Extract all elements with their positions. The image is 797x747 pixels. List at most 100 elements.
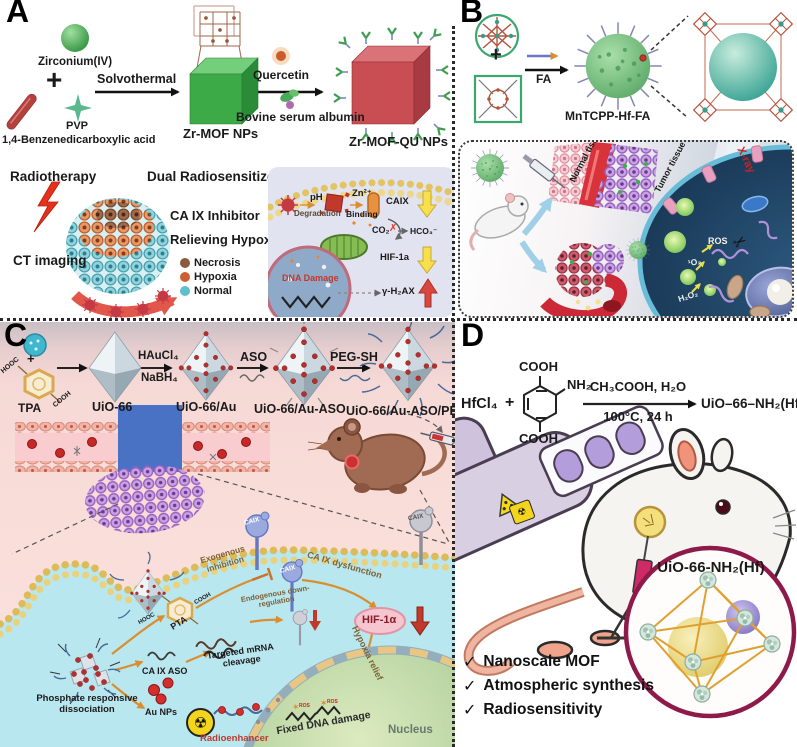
- mntcpp-sphere-icon: [573, 21, 663, 111]
- ros-tiny-label2: ROS: [327, 699, 338, 705]
- panel-a-label: A: [6, 0, 30, 29]
- nucleus-icon: [745, 266, 792, 316]
- legend-item-normal: Normal: [180, 285, 232, 297]
- tissue-block-icon: [548, 142, 658, 214]
- co2-label: CO₂: [372, 225, 390, 235]
- cross-icon: ✗: [389, 223, 398, 234]
- panel-b: B + FA MnTCPP-Hf-FA: [455, 0, 797, 322]
- membrane-channels-icon: [662, 145, 764, 215]
- degrading-cube-icon: [320, 192, 350, 215]
- benzene-ring-icon: [523, 376, 566, 432]
- nucleus-icon: [243, 645, 455, 747]
- ros-tiny-label: ROS: [299, 703, 310, 709]
- membrane-inner: [0, 556, 455, 638]
- mntcpp-label: MnTCPP-Hf-FA: [565, 109, 651, 123]
- tumor-cluster-icon: [85, 464, 205, 534]
- pathway-arrows: [111, 578, 378, 709]
- panel-c: C + HOOC COOH TPA UiO-66 HAuCl₄ NaBH₄ Ui…: [0, 322, 455, 747]
- tumor-vessel-icon: [540, 243, 627, 316]
- mouse-icon: [469, 193, 529, 251]
- uio66-au-icon: [179, 331, 233, 400]
- ca-ix-aso-label: CA IX ASO: [142, 666, 188, 676]
- solvothermal-label: Solvothermal: [97, 72, 177, 86]
- zr-mof-qu-cube-icon: [332, 26, 452, 146]
- damaged-dna-icon: [281, 295, 331, 309]
- zn-label: Zn²⁺: [352, 188, 372, 199]
- magnify-dashes: [11, 413, 451, 555]
- mof-lattice-icon: [193, 5, 244, 69]
- h2ax-label: γ-H₂AX: [382, 286, 415, 297]
- syringe-icon: [522, 154, 566, 189]
- cooh-top-label: COOH: [519, 359, 558, 374]
- h2ax-up-arrow: [418, 278, 438, 308]
- uio66-au-label: UiO-66/Au: [176, 400, 237, 414]
- check-radiosensitivity: ✓ Radiosensitivity: [463, 700, 602, 720]
- hif-down-arrow: [417, 246, 437, 274]
- caix-down-arrow: [309, 610, 321, 631]
- small-mof-icon: [625, 237, 651, 263]
- caix-down-arrow: [417, 190, 437, 218]
- dna-strands-icon: [708, 220, 778, 303]
- zirconium-label: Zirconium(IV): [37, 56, 113, 68]
- panel-c-art: [0, 322, 455, 747]
- normal-dot: [180, 286, 190, 296]
- necrosis-label: Necrosis: [194, 257, 241, 269]
- linker-label: 1,4-Benzenedicarboxylic acid: [2, 134, 156, 146]
- mitochondria-icon: [320, 234, 368, 260]
- plus-sign: +: [490, 44, 502, 66]
- framework-inset-icon: [693, 12, 793, 122]
- conditions-label: 100°C, 24 h: [603, 409, 673, 424]
- spark-icon: ✶: [292, 702, 300, 712]
- plus-sign: +: [27, 351, 35, 366]
- phosphate-label: Phosphate responsive dissociation: [36, 693, 138, 715]
- quercetin-icon: [272, 47, 290, 65]
- check-atmospheric: ✓ Atmospheric synthesis: [463, 676, 654, 696]
- radiotherapy-label: Radiotherapy: [10, 169, 97, 184]
- syringe-icon: [420, 431, 455, 446]
- in-vivo-illustration: Normal tissue Tumor tissue X-ray ROS ✂ ¹…: [458, 140, 794, 318]
- ros-arrows-icon: [691, 244, 713, 293]
- tpa-label: TPA: [18, 401, 42, 415]
- in-vivo-art: [469, 142, 792, 316]
- zr-mof-label: Zr-MOF NPs: [183, 126, 259, 141]
- uio66-au-aso-icon: [269, 322, 339, 407]
- zr-mof-qu-label: Zr-MOF-QU NPs: [349, 134, 448, 149]
- check-label: Nanoscale MOF: [483, 653, 600, 670]
- caix-aso-icon: [147, 651, 176, 661]
- panel-b-label: B: [460, 0, 484, 29]
- quercetin-label: Quercetin: [253, 68, 310, 82]
- nabh4-label: NaBH₄: [141, 372, 178, 384]
- check-icon: ✓: [463, 678, 477, 695]
- mitochondria-icon: [726, 274, 771, 316]
- hfcl4-label: HfCl₄: [461, 396, 498, 412]
- ph-label: pH: [310, 192, 323, 203]
- normal-label: Normal: [194, 285, 232, 297]
- radioenhancer-label: Radioenhancer: [200, 733, 269, 744]
- check-label: Atmospheric synthesis: [483, 677, 654, 694]
- linker-rod-icon: [6, 93, 37, 130]
- au-nps-icon: [148, 677, 174, 705]
- caix-channel-icon: [367, 192, 380, 218]
- magnify-dashes: [650, 15, 689, 119]
- pvp-star-icon: [64, 94, 92, 122]
- aso-strand-icon: [239, 374, 265, 382]
- panel-a-art: [6, 5, 452, 321]
- hif-down-arrow: [410, 606, 430, 636]
- tumor-cell-icon: [637, 144, 792, 316]
- peg-sh-label: PEG-SH: [330, 350, 378, 364]
- necrosis-dot: [180, 258, 190, 268]
- dna-damage-label: DNA Damage: [282, 273, 339, 283]
- uio66-au-aso-peg-icon: [359, 322, 455, 417]
- plus-sign: +: [46, 64, 63, 95]
- plus-sign: +: [505, 394, 515, 411]
- pvp-label: PVP: [66, 120, 89, 132]
- organelle-icon: [741, 195, 769, 213]
- pta-icon: [161, 595, 199, 625]
- dissociating-particle-icon: [49, 637, 121, 705]
- check-label: Radiosensitivity: [483, 701, 603, 718]
- zr-mof-cube-icon: [189, 57, 259, 125]
- injection-site-icon: [633, 505, 667, 539]
- dual-radiosensitizers-label: Dual Radiosensitizers: [147, 169, 288, 184]
- hif1a-label: HIF-1α: [362, 614, 397, 626]
